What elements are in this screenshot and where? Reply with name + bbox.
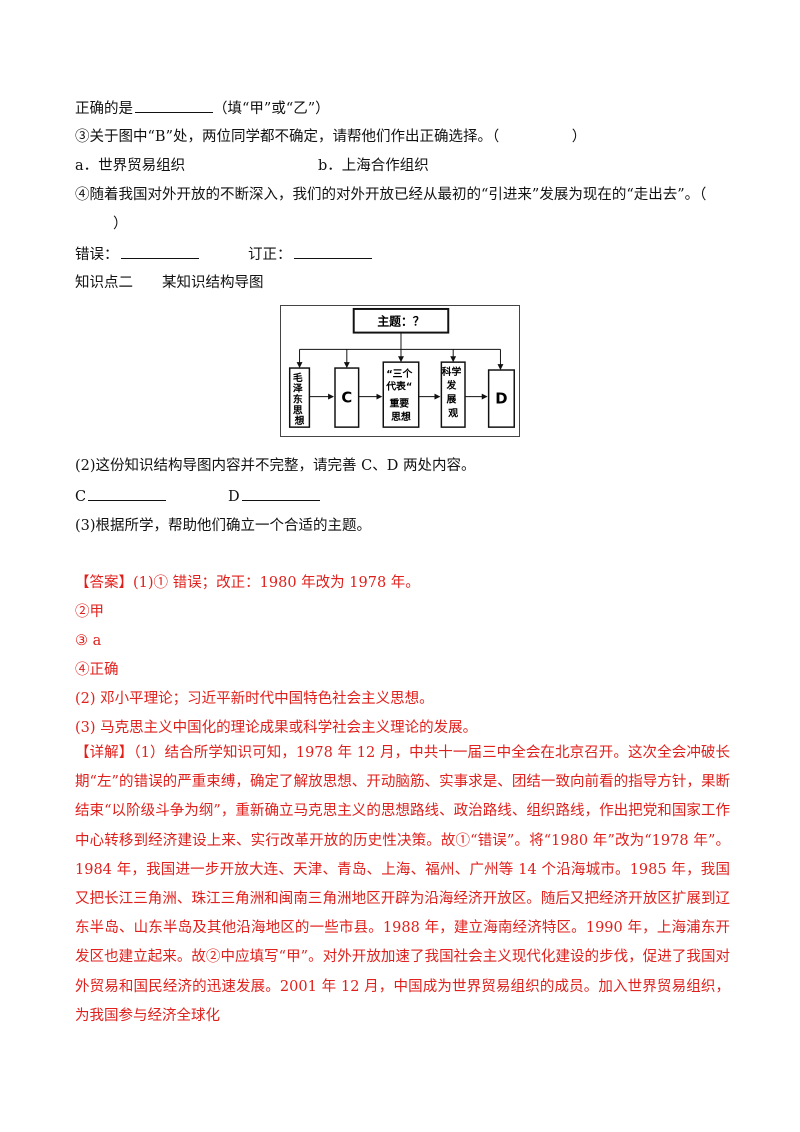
error-label: 错误： <box>75 247 119 263</box>
detail-label: 【详解】 <box>75 745 134 761</box>
answer-blank <box>135 98 213 113</box>
fill-in-question-line: 正确的是 （填“甲”或“乙”） <box>75 98 330 119</box>
node-c <box>334 367 360 428</box>
correction-label: 订正： <box>248 247 292 263</box>
answer-2: ②甲 <box>75 604 104 620</box>
d-label: D <box>228 489 240 505</box>
node-scientific-outlook <box>440 361 466 428</box>
node-scientific-outlook-label: 科学 发 展 观 <box>442 365 465 419</box>
node-c-label: C <box>341 390 352 407</box>
question-hint: （填“甲”或“乙”） <box>213 101 330 117</box>
error-blank <box>120 244 199 259</box>
question-text: 正确的是 <box>75 101 133 117</box>
question-2: (2)这份知识结构导图内容并不完整，请完善 C、D 两处内容。 <box>75 458 476 474</box>
answer-4: ④正确 <box>75 662 119 678</box>
c-label: C <box>75 489 87 505</box>
correction-blank <box>293 244 372 259</box>
d-answer-line: D <box>228 486 320 507</box>
knowledge-structure-diagram: 主题：？ 毛 泽 东 思 想 C “三个 代表“ 重要 <box>280 305 520 437</box>
answer-5: (2) 邓小平理论；习近平新时代中国特色社会主义思想。 <box>75 691 434 707</box>
c-blank <box>88 486 167 501</box>
option-b: b．上海合作组织 <box>318 158 429 174</box>
detail-text: （1）结合所学知识可知，1978 年 12 月，中共十一届三中全会在北京召开。这… <box>75 745 730 1024</box>
node-mao-label: 毛 泽 东 思 想 <box>293 371 306 427</box>
option-a: a．世界贸易组织 <box>75 158 186 174</box>
detail-explanation: 【详解】（1）结合所学知识可知，1978 年 12 月，中共十一届三中全会在北京… <box>75 739 730 1031</box>
knowledge-point-title: 知识点二 某知识结构导图 <box>75 275 264 291</box>
node-d <box>487 369 515 428</box>
answer-6: (3) 马克思主义中国化的理论成果或科学社会主义理论的发展。 <box>75 720 478 736</box>
question-4: ④随着我国对外开放的不断深入，我们的对外开放已经从最初的“引进来”发展为现在的“… <box>75 187 707 203</box>
correction-line: 订正： <box>248 244 372 265</box>
question-4-bracket: ） <box>113 216 128 232</box>
answer-1: 【答案】(1)① 错误；改正：1980 年改为 1978 年。 <box>75 575 420 591</box>
answer-3: ③ a <box>75 633 102 649</box>
c-answer-line: C <box>75 486 167 507</box>
question-3: ③关于图中“B”处，两位同学都不确定，请帮他们作出正确选择。（ ） <box>75 129 587 145</box>
question-3-theme: (3)根据所学，帮助他们确立一个合适的主题。 <box>75 518 372 534</box>
node-three-represents-label: “三个 代表“ 重要 思想 <box>385 367 416 423</box>
node-three-represents <box>382 361 420 428</box>
node-d-label: D <box>495 391 507 408</box>
theme-label: 主题：？ <box>377 315 424 329</box>
node-mao <box>288 367 311 428</box>
error-line: 错误： <box>75 244 199 265</box>
d-blank <box>241 486 320 501</box>
